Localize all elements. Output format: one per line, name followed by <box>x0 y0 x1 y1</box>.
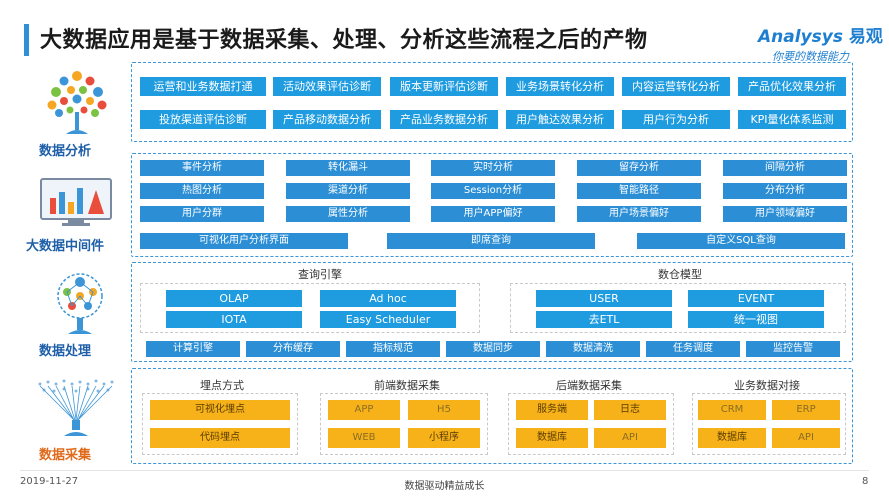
middleware-box: 留存分析 <box>577 160 701 176</box>
footer-divider <box>20 470 869 471</box>
processing-bottom-box: 指标规范 <box>346 341 440 357</box>
middleware-box: 分布分析 <box>723 183 847 199</box>
query-engine-title: 查询引擎 <box>298 268 342 281</box>
collection-group-title: 埋点方式 <box>200 379 244 392</box>
section-label-collection: 数据采集 <box>38 448 91 463</box>
analysis-box: 业务场景转化分析 <box>506 77 614 96</box>
middleware-box: 用户场景偏好 <box>577 206 701 222</box>
query-engine-box: IOTA <box>166 311 302 328</box>
collection-group-title: 前端数据采集 <box>374 379 440 392</box>
section-label-processing: 数据处理 <box>38 344 91 359</box>
middleware-box: 用户领域偏好 <box>723 206 847 222</box>
processing-bottom-box: 任务调度 <box>646 341 740 357</box>
analysis-box: 产品移动数据分析 <box>273 110 381 129</box>
section-label-middleware: 大数据中间件 <box>25 239 104 254</box>
warehouse-group <box>510 283 846 333</box>
middleware-wide-box: 可视化用户分析界面 <box>140 233 348 249</box>
analysys-logo: Analysys 易观 你要的数据能力 <box>758 22 883 63</box>
collection-box: 小程序 <box>408 428 480 448</box>
collection-box: 数据库 <box>516 428 588 448</box>
panel-analysis: 运营和业务数据打通 活动效果评估诊断 版本更新评估诊断 业务场景转化分析 内容运… <box>131 62 853 142</box>
page-title: 大数据应用是基于数据采集、处理、分析这些流程之后的产物 <box>40 28 648 53</box>
panel-collection: 埋点方式 可视化埋点 代码埋点 前端数据采集 APP H5 WEB 小程序 后端… <box>131 368 853 464</box>
analysis-box: 用户触达效果分析 <box>506 110 614 129</box>
middleware-box: 用户APP偏好 <box>431 206 555 222</box>
analysis-box: 内容运营转化分析 <box>622 77 730 96</box>
collection-group <box>320 393 488 455</box>
analysis-box: 版本更新评估诊断 <box>390 77 498 96</box>
collection-box: CRM <box>698 400 766 420</box>
footer-slogan: 数据驱动精益成长 <box>404 481 485 492</box>
warehouse-box: EVENT <box>688 290 824 307</box>
collection-box: 代码埋点 <box>150 428 290 448</box>
middleware-box: 属性分析 <box>286 206 410 222</box>
collection-box: API <box>594 428 666 448</box>
query-engine-group <box>140 283 480 333</box>
middleware-box: 实时分析 <box>431 160 555 176</box>
head-network-icon <box>57 273 103 334</box>
logo-slogan: 你要的数据能力 <box>772 50 849 63</box>
middleware-wide-box: 即席查询 <box>387 233 595 249</box>
section-label-analysis: 数据分析 <box>38 144 91 159</box>
logo-letter: A <box>758 27 772 47</box>
middleware-box: 热图分析 <box>140 183 264 199</box>
panel-processing: 查询引擎 数仓模型 OLAP Ad hoc IOTA Easy Schedule… <box>131 262 853 362</box>
analysis-box: 产品业务数据分析 <box>390 110 498 129</box>
query-engine-box: Ad hoc <box>320 290 456 307</box>
collection-box: 数据库 <box>698 428 766 448</box>
middleware-box: Session分析 <box>431 183 555 199</box>
collection-box: 日志 <box>594 400 666 420</box>
analysis-box: 用户行为分析 <box>622 110 730 129</box>
collection-box: WEB <box>328 428 400 448</box>
warehouse-box: USER <box>536 290 672 307</box>
warehouse-title: 数仓模型 <box>658 268 702 281</box>
collection-group <box>692 393 846 455</box>
analysis-box: 产品优化效果分析 <box>738 77 846 96</box>
middleware-box: 间隔分析 <box>723 160 847 176</box>
monitor-chart-icon <box>40 178 112 226</box>
collection-box: APP <box>328 400 400 420</box>
title-accent-bar <box>24 24 29 56</box>
collection-box: 服务端 <box>516 400 588 420</box>
warehouse-box: 统一视图 <box>688 311 824 328</box>
panel-middleware: 事件分析 转化漏斗 实时分析 留存分析 间隔分析 热图分析 渠道分析 Sessi… <box>131 153 853 257</box>
collection-box: API <box>772 428 840 448</box>
processing-bottom-box: 数据清洗 <box>546 341 640 357</box>
query-engine-box: Easy Scheduler <box>320 311 456 328</box>
collection-box: ERP <box>772 400 840 420</box>
collection-group <box>142 393 298 455</box>
tree-network-icon <box>47 71 107 134</box>
collection-group-title: 业务数据对接 <box>734 379 800 392</box>
middleware-box: 智能路径 <box>577 183 701 199</box>
middleware-box: 转化漏斗 <box>286 160 410 176</box>
footer-date: 2019-11-27 <box>20 476 79 487</box>
page-number: 8 <box>862 476 869 487</box>
collection-box: 可视化埋点 <box>150 400 290 420</box>
funnel-icon <box>38 379 114 436</box>
collection-group <box>508 393 674 455</box>
logo-text: nalysys <box>771 27 843 47</box>
processing-bottom-box: 监控告警 <box>746 341 840 357</box>
processing-bottom-box: 数据同步 <box>446 341 540 357</box>
analysis-box: KPI量化体系监测 <box>738 110 846 129</box>
middleware-box: 用户分群 <box>140 206 264 222</box>
warehouse-box: 去ETL <box>536 311 672 328</box>
analysis-box: 运营和业务数据打通 <box>140 77 266 96</box>
logo-wordmark: Analysys 易观 <box>758 22 883 47</box>
processing-bottom-box: 分布缓存 <box>246 341 340 357</box>
analysis-box: 活动效果评估诊断 <box>273 77 381 96</box>
collection-group-title: 后端数据采集 <box>556 379 622 392</box>
middleware-box: 事件分析 <box>140 160 264 176</box>
query-engine-box: OLAP <box>166 290 302 307</box>
middleware-box: 渠道分析 <box>286 183 410 199</box>
analysis-box: 投放渠道评估诊断 <box>140 110 266 129</box>
middleware-wide-box: 自定义SQL查询 <box>637 233 845 249</box>
processing-bottom-box: 计算引擎 <box>146 341 240 357</box>
logo-cn: 易观 <box>848 27 883 47</box>
collection-box: H5 <box>408 400 480 420</box>
